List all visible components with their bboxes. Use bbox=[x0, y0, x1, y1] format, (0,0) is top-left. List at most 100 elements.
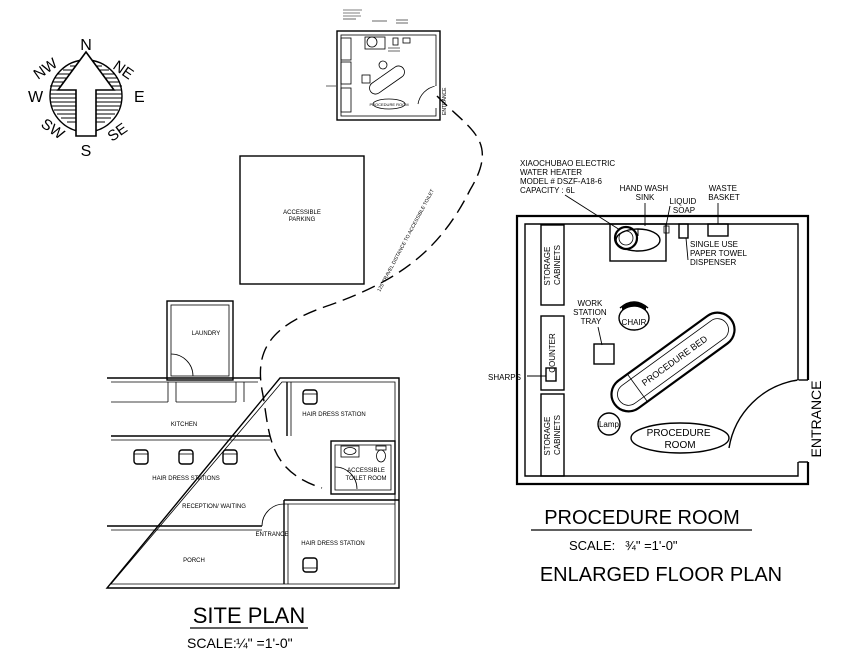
small-tray bbox=[361, 74, 371, 84]
water-heater-icon bbox=[613, 225, 639, 251]
procedure-outer-wall bbox=[515, 214, 810, 486]
laundry-inner-wall bbox=[170, 304, 230, 377]
bed-label: PROCEDURE BED bbox=[640, 333, 710, 388]
compass-s: S bbox=[81, 143, 92, 160]
site-scale-prefix: SCALE: bbox=[187, 635, 237, 651]
counter-label: COUNTER bbox=[548, 333, 557, 373]
chair-icon bbox=[133, 449, 149, 465]
site-scale-value: ¼" =1'-0" bbox=[236, 635, 293, 651]
small-heater bbox=[366, 36, 378, 48]
lamp-label: Lamp bbox=[599, 420, 620, 429]
work-station-tray bbox=[593, 343, 615, 365]
procedure-scale-prefix: SCALE: bbox=[569, 538, 615, 553]
laundry-label: LAUNDRY bbox=[192, 331, 221, 337]
accessible-travel-path bbox=[259, 95, 483, 489]
small-plan-outer-wall bbox=[336, 30, 441, 121]
small-bed bbox=[369, 65, 405, 95]
hds-bottom-label: HAIR DRESS STATION bbox=[301, 541, 364, 547]
compass-n: N bbox=[80, 37, 92, 54]
sharps-container bbox=[545, 367, 557, 382]
enlarged-floor-plan-title: ENLARGED FLOOR PLAN bbox=[540, 564, 782, 586]
soap-label: LIQUID SOAP bbox=[670, 197, 699, 215]
compass-sw: SW bbox=[38, 115, 68, 143]
work-station-leader bbox=[597, 326, 603, 346]
room-label-ellipse bbox=[630, 422, 730, 454]
storage-cabinets-bottom bbox=[540, 393, 565, 477]
toilet-label-2: TOILET ROOM bbox=[345, 476, 386, 482]
toilet-door-swing bbox=[334, 466, 358, 490]
work-station-label: WORK STATION TRAY bbox=[573, 299, 609, 326]
small-counter bbox=[340, 61, 352, 85]
toilet-sink-icon bbox=[340, 445, 360, 458]
procedure-room-plan: STORAGE CABINETS COUNTER SHARPS STORAGE … bbox=[488, 159, 824, 486]
sharps-label: SHARPS bbox=[488, 373, 521, 382]
storage-cabinets-top bbox=[540, 224, 565, 306]
chair-icon bbox=[302, 389, 318, 405]
porch-label: PORCH bbox=[183, 558, 205, 564]
site-outer-wall bbox=[105, 377, 400, 589]
parking-box bbox=[239, 155, 365, 285]
kitchen-label: KITCHEN bbox=[171, 422, 197, 428]
toilet-room-inner-wall bbox=[334, 444, 392, 491]
hand-wash-sink bbox=[609, 223, 667, 262]
hds-top-label: HAIR DRESS STATION bbox=[302, 412, 365, 418]
chair-icon bbox=[222, 449, 238, 465]
small-sink bbox=[364, 36, 386, 50]
waste-basket bbox=[707, 223, 729, 237]
water-heater-inner bbox=[618, 230, 634, 246]
procedure-door-swing bbox=[728, 379, 799, 449]
small-entrance-label: ENTRANCE bbox=[442, 87, 448, 115]
reception-label: RECEPTION/ WAITING bbox=[182, 504, 246, 510]
waste-label: WASTE BASKET bbox=[708, 184, 740, 202]
towel-leader bbox=[685, 237, 689, 261]
site-plan-title: SITE PLAN bbox=[193, 603, 305, 628]
small-waste bbox=[402, 37, 411, 44]
small-storage-bottom bbox=[340, 87, 352, 113]
small-chair bbox=[378, 60, 388, 70]
compass-e: E bbox=[134, 89, 145, 106]
small-room-label: PROCEDURE ROOM bbox=[369, 102, 408, 107]
heater-label: XIAOCHUBAO ELECTRIC WATER HEATER MODEL #… bbox=[520, 159, 617, 195]
chair-icon bbox=[618, 301, 650, 331]
small-door-swing bbox=[417, 85, 437, 105]
chair-icon bbox=[302, 557, 318, 573]
travel-distance-label: 125' TRAVEL DISTANCE TO ACCESSIBLE TOILE… bbox=[376, 188, 435, 293]
parking-label-1: ACCESSIBLE bbox=[283, 210, 321, 216]
chair-icon bbox=[178, 449, 194, 465]
liquid-soap-dispenser bbox=[663, 225, 670, 234]
storage-top-label: STORAGE CABINETS bbox=[543, 244, 562, 285]
procedure-entrance-label: ENTRANCE bbox=[808, 380, 824, 457]
procedure-scale-value: ¾" =1'-0" bbox=[625, 538, 678, 553]
procedure-room-title: PROCEDURE ROOM bbox=[544, 507, 740, 529]
storage-bottom-label: STORAGE CABINETS bbox=[543, 414, 562, 455]
soap-leader bbox=[665, 205, 671, 227]
entrance-door-swing bbox=[261, 503, 285, 527]
chair-label: CHAIR bbox=[622, 318, 647, 327]
accessible-parking: ACCESSIBLE PARKING bbox=[239, 155, 365, 285]
site-inner-wall bbox=[110, 381, 396, 585]
small-storage-top bbox=[340, 37, 352, 61]
laundry-door-swing bbox=[170, 353, 194, 377]
counter bbox=[540, 315, 565, 391]
compass-w: W bbox=[28, 89, 44, 106]
sink-label: HAND WASH SINK bbox=[620, 184, 671, 202]
laundry-wall bbox=[166, 300, 234, 381]
toilet-icon bbox=[375, 445, 387, 463]
north-arrow bbox=[56, 50, 116, 137]
site-plan: LAUNDRY KITCHEN HAIR DRESS STATION bbox=[105, 300, 400, 589]
small-room-label-ellipse bbox=[372, 98, 406, 110]
room-label: PROCEDURE ROOM bbox=[647, 428, 714, 451]
compass-rose: N S E W NE NW SE SW bbox=[28, 37, 145, 160]
toilet-room-wall bbox=[330, 440, 396, 495]
compass-nw: NW bbox=[31, 55, 62, 84]
heater-leader bbox=[564, 194, 621, 231]
entrance-label: ENTRANCE bbox=[255, 532, 288, 538]
hds-row-label: HAIR DRESS STATIONS bbox=[152, 476, 219, 482]
small-towel bbox=[392, 37, 399, 46]
lamp-icon bbox=[597, 412, 621, 436]
procedure-inner-wall bbox=[524, 223, 799, 477]
small-plan-tiny-notes bbox=[326, 9, 408, 87]
paper-towel-dispenser bbox=[678, 223, 689, 239]
toilet-label-1: ACCESSIBLE bbox=[347, 468, 385, 474]
